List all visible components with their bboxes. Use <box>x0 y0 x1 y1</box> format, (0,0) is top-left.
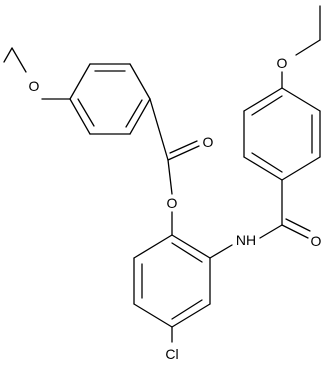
bond-ring-right <box>243 156 283 181</box>
bond-ring-left <box>129 98 151 135</box>
bond-ring-left <box>69 63 91 100</box>
bond-ring-left-inner <box>125 99 143 128</box>
atom-nh: NH <box>236 232 256 248</box>
bond-o-ethyl-right <box>295 39 321 56</box>
bond-ring-center <box>133 234 173 259</box>
bond-ethyl-left-1 <box>3 47 13 63</box>
atom-o-ether-left: O <box>29 78 40 94</box>
bond-ring-right-inner <box>251 95 283 116</box>
bond-c-o-double <box>167 145 200 161</box>
bond-ring-left-inner <box>77 98 95 127</box>
bond-ring-center <box>133 303 173 328</box>
bond-nh-carbonyl <box>259 224 283 239</box>
atom-labels: O O O O NH O Cl <box>29 55 322 362</box>
bond-ring-center <box>171 234 211 259</box>
bond-ring-right <box>281 156 321 181</box>
bond-c-o-amide-double <box>281 224 309 239</box>
bond-ring-right <box>281 87 321 112</box>
bond-ring-carbonyl <box>149 98 169 161</box>
bond-c-o-single <box>167 159 173 195</box>
bond-ring-center <box>171 303 211 328</box>
bond-ring-left <box>129 63 151 100</box>
bond-ring-right <box>243 87 283 112</box>
bond-c-o-amide-double <box>285 218 311 232</box>
bond-ring-center-inner <box>171 299 203 320</box>
atom-cl: Cl <box>165 346 178 362</box>
bonds <box>3 5 321 343</box>
bond-ring-center-inner <box>171 242 203 263</box>
bond-ring-right-inner <box>251 152 283 173</box>
bond-ring-nh <box>209 244 233 259</box>
atom-o-ester-carbonyl: O <box>203 134 214 150</box>
atom-o-ether-right: O <box>277 55 288 71</box>
bond-c-o-double <box>169 140 198 154</box>
atom-o-ester-link: O <box>167 195 178 211</box>
atom-o-amide-carbonyl: O <box>311 233 322 249</box>
bond-ethyl-left-2 <box>11 47 27 73</box>
bond-ring-left <box>69 98 91 135</box>
